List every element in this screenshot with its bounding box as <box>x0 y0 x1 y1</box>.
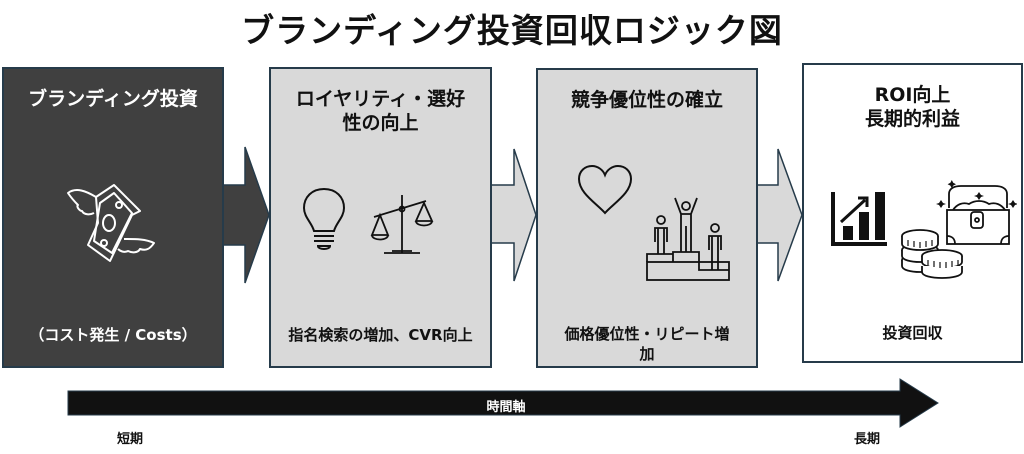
flow-arrow-1 <box>222 146 270 284</box>
stage-branding-investment: ブランディング投資 （コスト発生 / Costs） <box>2 67 224 368</box>
stage-heading-line2: 長期的利益 <box>864 108 960 130</box>
flow-arrow-3 <box>756 148 803 282</box>
stage-heading: ブランディング投資 <box>28 88 198 110</box>
stage-heading-line1: ROI向上 <box>874 84 951 106</box>
stage-roi-improvement: ROI向上 長期的利益 投資回収 <box>802 63 1023 363</box>
stage-heading: 競争優位性の確立 <box>570 89 723 111</box>
heart-icon <box>577 164 633 215</box>
stage-heading-line2: 性の向上 <box>342 112 419 134</box>
timeline-label: 時間軸 <box>486 400 526 415</box>
podium-icon <box>646 197 730 281</box>
stage-caption: （コスト発生 / Costs） <box>29 326 197 344</box>
timeline-arrow <box>67 378 939 428</box>
stage-heading-line1: ロイヤリティ・選好 <box>295 88 466 110</box>
coins-icon <box>901 229 963 279</box>
diagram-title: ブランディング投資回収ロジック図 <box>241 11 783 50</box>
stage-caption: 投資回収 <box>882 324 943 342</box>
treasure-chest-icon <box>936 180 1017 245</box>
stage-caption: 指名検索の増加、CVR向上 <box>288 326 473 344</box>
lightbulb-icon <box>302 187 346 250</box>
flying-money-icon <box>67 184 155 262</box>
growth-chart-icon <box>831 192 887 246</box>
stage-caption-line1: 価格優位性・リピート増 <box>564 325 730 343</box>
timeline-start-label: 短期 <box>117 432 144 447</box>
flow-arrow-2 <box>490 148 537 282</box>
balance-scale-icon <box>370 195 434 254</box>
stage-competitive-advantage: 競争優位性の確立 価格優位性・リピート増 加 <box>536 68 758 368</box>
stage-caption-line2: 加 <box>639 345 655 363</box>
timeline-end-label: 長期 <box>854 432 881 447</box>
